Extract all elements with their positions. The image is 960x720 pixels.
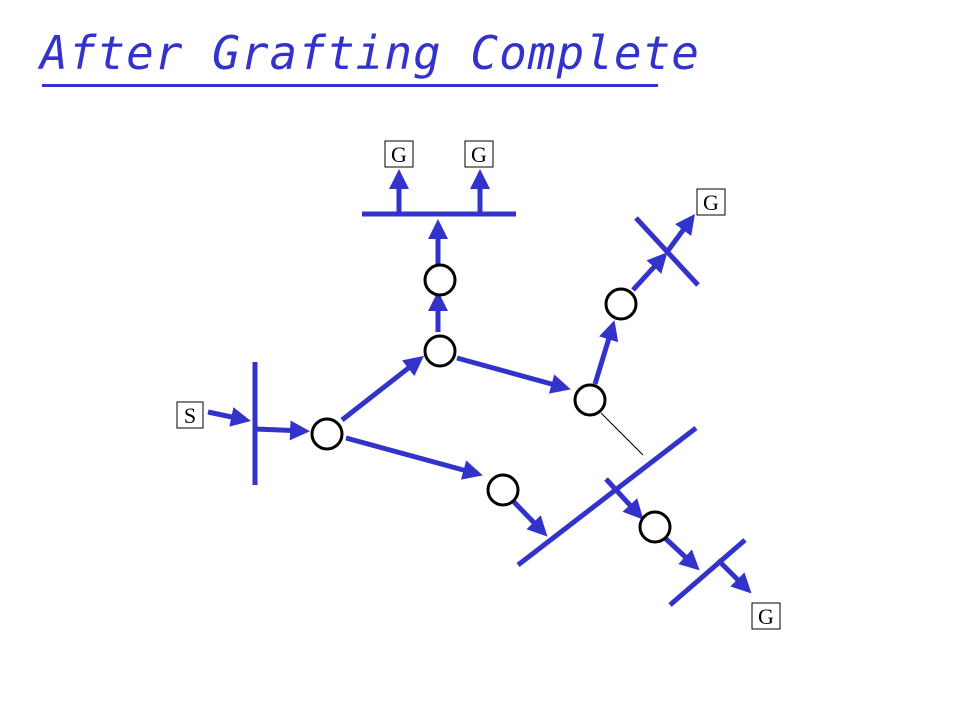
arrow-upper-lan-to-group-3 <box>664 213 695 254</box>
arrow-router-6-to-middle-lan <box>512 500 548 537</box>
title-underline <box>42 84 658 87</box>
routers <box>310 263 672 544</box>
router-5 <box>604 287 638 321</box>
group-box-2 <box>464 140 494 168</box>
arrow-router-1-to-router-2 <box>340 355 424 422</box>
slide-title: After Grafting Complete <box>40 26 700 80</box>
router-2 <box>423 334 457 368</box>
arrow-middle-lan-to-router-7 <box>604 477 644 520</box>
arrow-router-4-to-router-5 <box>592 320 619 385</box>
arrow-router-7-to-lower-lan <box>663 536 700 571</box>
source-label: S <box>184 403 196 428</box>
lan-segments <box>252 211 747 607</box>
group-label-1: G <box>391 142 407 167</box>
group-member-1: G <box>384 140 414 168</box>
arrow-lan-to-router-1 <box>254 420 310 441</box>
arrow-router-5-to-upper-lan <box>631 252 668 292</box>
group-member-2: G <box>464 140 494 168</box>
arrow-source-to-lan <box>207 407 251 427</box>
source-host: S <box>176 401 204 429</box>
forwarding-arrows <box>207 169 752 594</box>
router-6 <box>486 473 520 507</box>
source-box <box>176 401 204 429</box>
router-4 <box>573 383 607 417</box>
group-box-4 <box>751 602 781 630</box>
group-box-3 <box>696 188 726 216</box>
group-box-1 <box>384 140 414 168</box>
lan-middle-diagonal <box>516 426 698 567</box>
lan-lower-right <box>668 538 747 607</box>
group-member-3: G <box>696 188 726 216</box>
group-label-4: G <box>758 604 774 629</box>
router-3 <box>423 263 457 297</box>
arrow-lower-lan-to-group-4 <box>716 558 752 594</box>
group-label-2: G <box>471 142 487 167</box>
pruned-link <box>600 412 644 456</box>
group-member-4: G <box>751 602 781 630</box>
router-7 <box>638 510 672 544</box>
group-label-3: G <box>703 190 719 215</box>
router-1 <box>310 417 344 451</box>
arrow-router-1-to-router-6 <box>345 435 483 480</box>
arrow-router-2-to-router-4 <box>456 355 571 394</box>
